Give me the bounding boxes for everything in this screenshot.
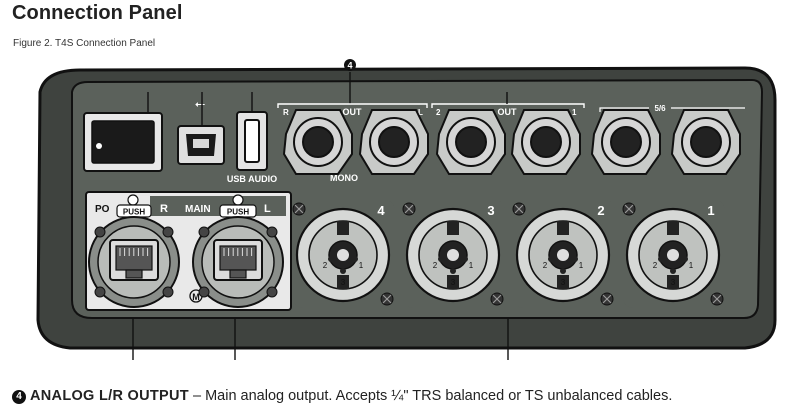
aux-out-group: 5/6 (599, 102, 745, 113)
rj45-sockets (88, 216, 284, 308)
combo-input-2: 2 2 1 3 (512, 200, 615, 308)
push-label-1: PUSH (123, 208, 145, 217)
pin-label-bottom: 3 (341, 278, 346, 287)
port-left-label: PO (95, 204, 110, 215)
usb-a-port: USB AUDIO (227, 92, 277, 184)
footer-text: – Main analog output. Accepts ¼" TRS bal… (188, 388, 673, 404)
footer-description: 4 ANALOG L/R OUTPUT – Main analog output.… (12, 388, 672, 404)
input-number-2: 2 (597, 203, 604, 218)
pin-label-left: 2 (433, 261, 438, 270)
usb-icon: ⭠ (195, 96, 205, 111)
pin-label-bottom: 3 (561, 278, 566, 287)
figure-caption: Figure 2. T4S Connection Panel (13, 38, 156, 49)
callout-number: 4 (347, 61, 352, 71)
out-lr-tag-r: R (283, 108, 289, 117)
pin-label-left: 2 (653, 261, 658, 270)
usb-audio-label: USB AUDIO (227, 174, 277, 184)
mono-label: MONO (330, 173, 358, 183)
pin-label-right: 1 (469, 261, 474, 270)
input-number-3: 3 (487, 203, 494, 218)
input-number-4: 4 (377, 203, 385, 218)
pin-label-left: 2 (543, 261, 548, 270)
port-main-label: MAIN (185, 204, 211, 215)
combo-input-4: 4 2 1 3 (292, 200, 395, 308)
connection-panel-illustration: 4 ⭠ USB AUDIO R OUT L MONO 2 OUT 1 (36, 59, 777, 360)
analog-out-12-group: 2 OUT 1 (431, 92, 585, 117)
out-12-tag-1: 1 (572, 108, 577, 117)
quarter-inch-jack-6 (670, 109, 741, 175)
input-number-1: 1 (707, 203, 714, 218)
usb-b-port: ⭠ (177, 92, 225, 165)
pin-label-bottom: 3 (451, 278, 456, 287)
footer-callout-number: 4 (12, 390, 26, 404)
pin-label-right: 1 (689, 261, 694, 270)
combo-input-1: 1 2 1 3 (622, 200, 725, 308)
footer-label: ANALOG L/R OUTPUT (30, 388, 189, 404)
pin-label-left: 2 (323, 261, 328, 270)
pin-label-right: 1 (579, 261, 584, 270)
page-title: Connection Panel (12, 2, 183, 24)
quarter-inch-jack-3 (435, 109, 506, 175)
combo-inputs: 4 2 1 3 3 2 1 3 2 2 1 3 1 2 1 3 (292, 200, 725, 308)
pin-label-right: 1 (359, 261, 364, 270)
aux-label: 5/6 (654, 104, 666, 113)
out-lr-tag-l: L (418, 108, 423, 117)
out-12-label: OUT (498, 107, 518, 117)
out-12-tag-2: 2 (436, 108, 441, 117)
callout-marker (344, 59, 356, 71)
analog-out-lr-group: R OUT L MONO (277, 103, 428, 183)
quarter-inch-jack-2 (358, 109, 429, 175)
quarter-inch-jack-1 (282, 109, 353, 175)
rj45-socket-1 (88, 216, 180, 308)
quarter-inch-jack-4 (510, 109, 581, 175)
push-label-2: PUSH (227, 208, 249, 217)
port-left-tag: R (160, 203, 168, 215)
quarter-inch-jack-5 (590, 109, 661, 175)
rj45-socket-2 (192, 216, 284, 308)
power-switch (83, 92, 163, 172)
combo-input-3: 3 2 1 3 (402, 200, 505, 308)
logo-mark: M (192, 292, 200, 302)
pin-label-bottom: 3 (671, 278, 676, 287)
quarter-inch-jacks (282, 109, 741, 175)
out-lr-label: OUT (343, 107, 363, 117)
port-main-tag: L (264, 203, 271, 215)
